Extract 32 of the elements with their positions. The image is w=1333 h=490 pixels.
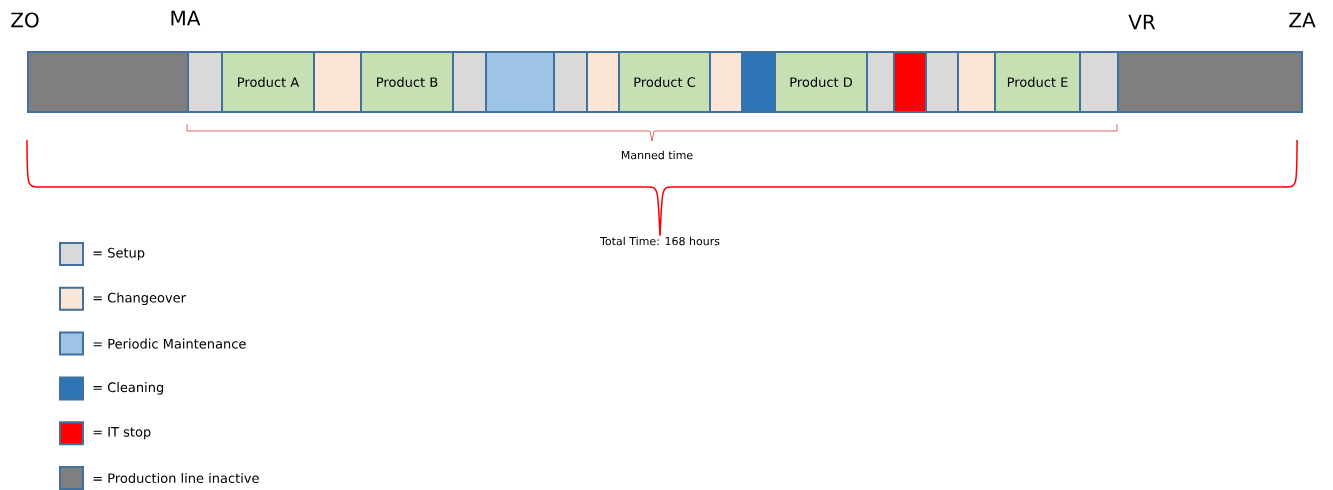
brace-label: Total Time: 168 hours [599,235,721,247]
legend-label: = Setup [93,247,145,261]
product-block: Product C [618,51,711,113]
timeline-segment [709,51,743,113]
endpoint-label: VR [1127,13,1157,31]
endpoint-label: ZA [1287,11,1317,29]
timeline-segment [925,51,959,113]
brace-label: Manned time [619,149,695,161]
endpoint-label: MA [168,9,202,27]
timeline-segment [553,51,588,113]
timeline-segment [485,51,555,113]
timeline-segment [1079,51,1119,113]
timeline-segment [893,51,927,113]
legend-label: = IT stop [93,427,151,440]
endpoint-label: ZO [9,11,41,29]
timeline-segment [741,51,776,113]
legend-label: = Periodic Maintenance [93,338,246,349]
legend-label: = Production line inactive [93,472,259,484]
timeline-segment [866,51,895,113]
legend-label: = Cleaning [93,382,164,395]
timeline-segment [452,51,487,113]
timeline-segment [586,51,620,113]
timeline-segment [957,51,996,113]
product-block: Product A [221,51,315,113]
product-block: Product D [774,51,868,113]
legend-label: = Changeover [93,292,186,306]
timeline-segment [1117,51,1303,113]
timeline-segment [187,51,223,113]
timeline-segment [313,51,362,113]
product-block: Product B [360,51,454,113]
timeline-segment [27,51,189,113]
product-block: Product E [994,51,1081,113]
